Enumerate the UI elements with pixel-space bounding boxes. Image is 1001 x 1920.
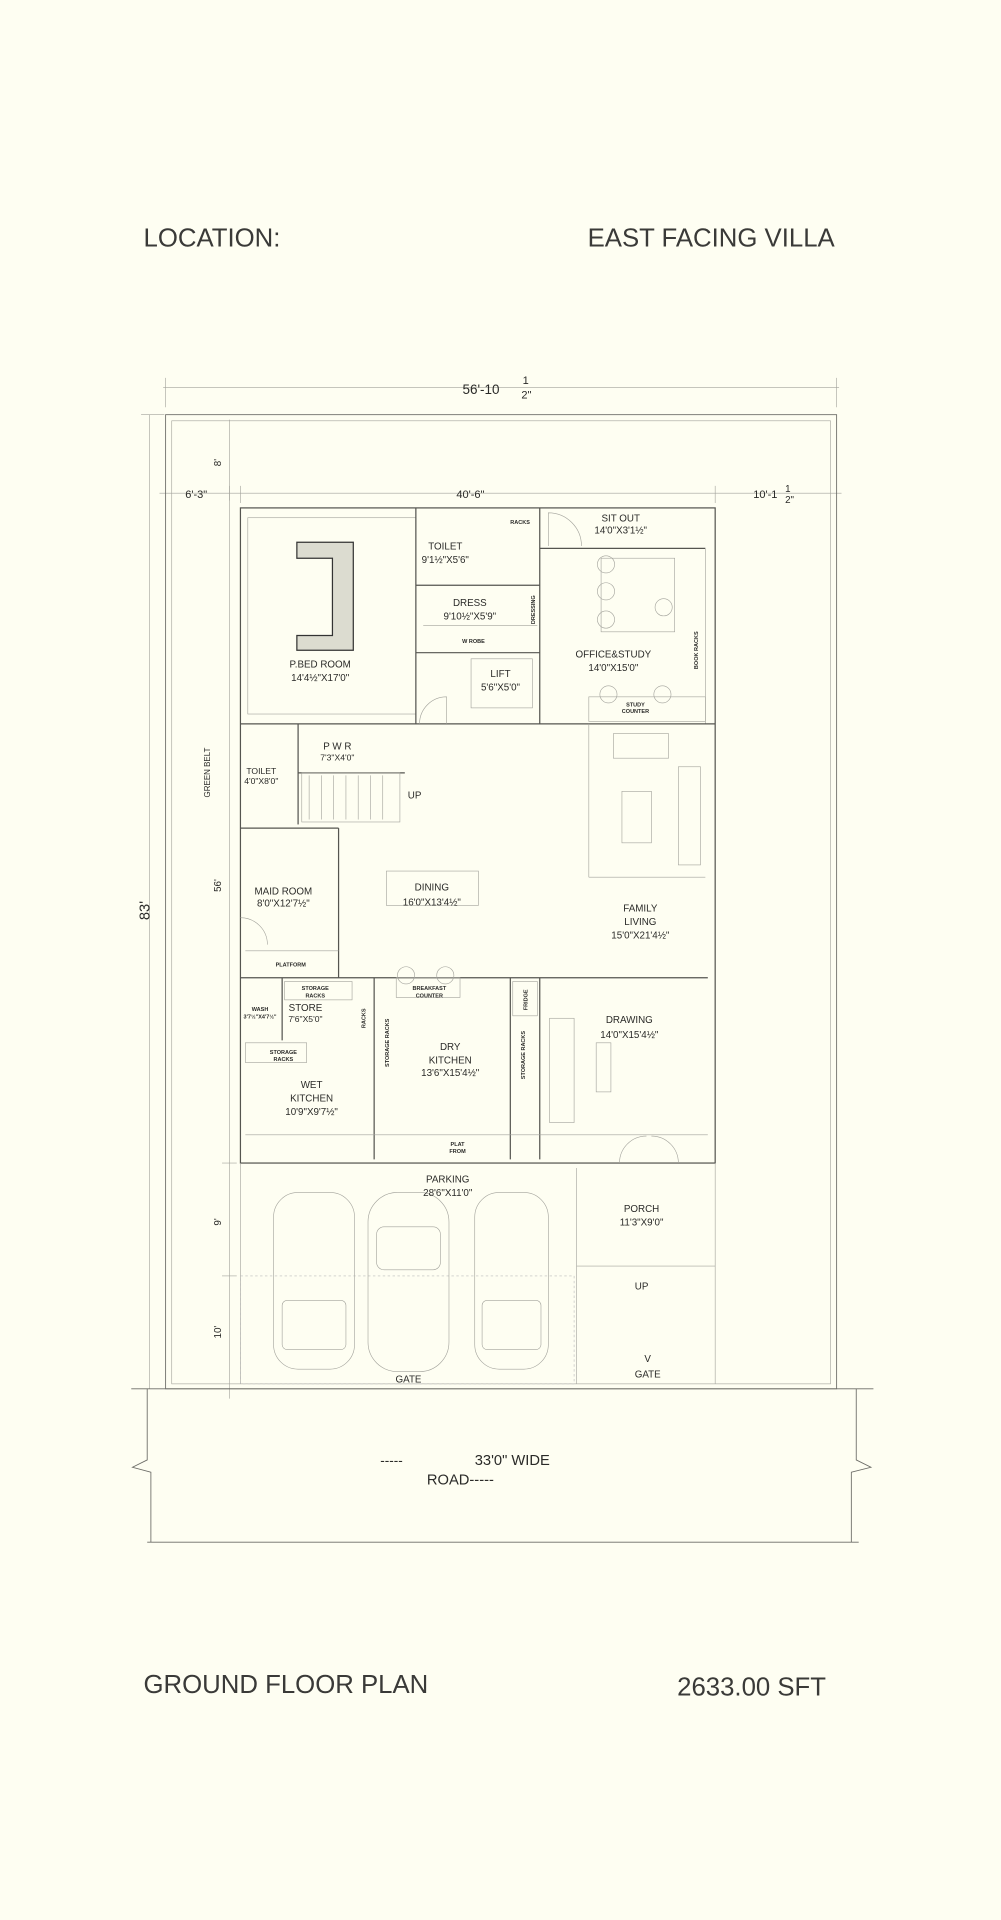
gate-label: V xyxy=(644,1354,651,1365)
room-size: 3'7½"X4'7½" xyxy=(244,1013,277,1020)
fixture-label: STORAGE RACKS xyxy=(385,1018,391,1067)
room-size: 4'0"X8'0" xyxy=(244,776,278,786)
stair-up-label: UP xyxy=(408,791,422,802)
room-size: 7'6"X5'0" xyxy=(288,1014,322,1024)
fixture-label: RACKS xyxy=(510,520,530,526)
room-name: TOILET xyxy=(246,766,277,776)
location-label: LOCATION: xyxy=(144,225,281,253)
fixture-label: RACKS xyxy=(305,993,325,999)
green-belt-label: GREEN BELT xyxy=(203,747,212,797)
room-size: 8'0"X12'7½" xyxy=(257,899,310,910)
room-name: KITCHEN xyxy=(429,1056,472,1067)
road-label: ROAD----- xyxy=(427,1472,494,1488)
room-name: WASH xyxy=(252,1007,269,1013)
room-name: LIFT xyxy=(490,669,510,680)
room-name: P W R xyxy=(323,742,351,753)
car-icon xyxy=(273,1192,355,1370)
room-name: DRESS xyxy=(453,598,487,609)
project-title: EAST FACING VILLA xyxy=(588,225,836,253)
room-size: 11'3"X9'0" xyxy=(620,1218,664,1229)
room-name: FAMILY xyxy=(623,904,658,915)
road xyxy=(131,1388,874,1543)
room-size: 14'0"X3'1½" xyxy=(594,526,647,537)
fixture-label: DRESSING xyxy=(531,595,537,624)
fixture-label: RACKS xyxy=(362,1008,368,1028)
fraction-denominator: 2" xyxy=(521,390,531,402)
building-walls xyxy=(239,507,716,1164)
building-depth-dim: 56' xyxy=(213,879,224,892)
right-setback-dim: 10'-1 xyxy=(753,489,777,501)
room-size: 16'0"X13'4½" xyxy=(403,897,462,908)
fixture-label: PLATFORM xyxy=(276,963,307,969)
room-size: 14'0"X15'4½" xyxy=(600,1030,659,1041)
fixture-label: BREAKFAST xyxy=(412,986,446,992)
left-setback-dim: 6'-3" xyxy=(185,489,207,501)
overall-width-dim: 56'-10 xyxy=(462,382,499,397)
road-width-label: 33'0" WIDE xyxy=(475,1453,550,1469)
room-name: KITCHEN xyxy=(290,1094,333,1105)
car-icon xyxy=(367,1192,450,1372)
gate-label: GATE xyxy=(396,1375,422,1386)
room-size: 10'9"X9'7½" xyxy=(285,1107,338,1118)
room-name: MAID ROOM xyxy=(255,886,313,897)
fixture-label: COUNTER xyxy=(416,993,443,999)
room-name: DRAWING xyxy=(606,1015,653,1026)
room-name: PARKING xyxy=(426,1175,469,1186)
front-setback-dim: 10' xyxy=(213,1326,224,1339)
stair-icon xyxy=(308,775,384,820)
fraction-numerator: 1 xyxy=(785,484,790,495)
room-name: PORCH xyxy=(624,1204,659,1215)
fixture-label: STORAGE xyxy=(270,1050,297,1056)
plot-inner-boundary xyxy=(171,420,831,1385)
fixture-label: BOOK RACKS xyxy=(694,631,700,669)
dimension-lines xyxy=(141,377,842,1399)
fixture-label: STORAGE RACKS xyxy=(521,1031,527,1080)
overall-depth-dim: 83' xyxy=(138,901,154,920)
door-arcs xyxy=(240,512,679,1164)
room-name: P.BED ROOM xyxy=(290,659,351,670)
fraction-denominator: 2" xyxy=(785,495,794,506)
road-dash: ----- xyxy=(380,1453,402,1468)
room-size: 15'0"X21'4½" xyxy=(611,931,670,942)
office-chair-icons xyxy=(397,555,673,985)
area-label: 2633.00 SFT xyxy=(677,1673,826,1701)
room-name: DRY xyxy=(440,1042,461,1053)
room-name: LIVING xyxy=(624,917,656,928)
bed-icon xyxy=(296,541,354,651)
room-size: 5'6"X5'0" xyxy=(481,683,521,694)
room-name: STORE xyxy=(289,1003,323,1014)
room-size: 14'4½"X17'0" xyxy=(291,673,350,684)
porch-up-label: UP xyxy=(635,1281,649,1292)
room-labels: P.BED ROOM 14'4½"X17'0" TOILET 9'1½"X5'6… xyxy=(244,513,700,1385)
gate-label: GATE xyxy=(635,1370,661,1381)
fixture-label: PLAT xyxy=(451,1142,466,1148)
plan-title: GROUND FLOOR PLAN xyxy=(144,1671,429,1699)
room-name: TOILET xyxy=(428,542,462,553)
room-name: DINING xyxy=(415,883,449,894)
fixture-label: W ROBE xyxy=(462,639,485,645)
building-width-dim: 40'-6" xyxy=(456,489,484,501)
fixture-label: RACKS xyxy=(274,1057,294,1063)
fixture-label: FRIDGE xyxy=(523,989,529,1010)
room-size: 28'6"X11'0" xyxy=(423,1188,473,1199)
room-size: 7'3"X4'0" xyxy=(320,753,354,763)
driveway xyxy=(240,1275,575,1385)
fixture-label: STUDY xyxy=(626,703,645,709)
room-size: 9'10½"X5'9" xyxy=(444,612,497,623)
room-size: 9'1½"X5'6" xyxy=(422,555,470,566)
fixture-label: COUNTER xyxy=(622,709,649,715)
rear-setback-dim: 8' xyxy=(213,459,224,466)
room-name: SIT OUT xyxy=(601,513,639,524)
room-name: WET xyxy=(301,1080,323,1091)
room-name: OFFICE&STUDY xyxy=(576,650,652,661)
parking-depth-dim: 9' xyxy=(213,1218,224,1225)
fixture-label: FROM xyxy=(449,1149,466,1155)
fixture-label: STORAGE xyxy=(302,986,329,992)
car-icon xyxy=(474,1192,549,1370)
room-size: 13'6"X15'4½" xyxy=(421,1068,480,1079)
fraction-numerator: 1 xyxy=(523,375,529,387)
room-size: 14'0"X15'0" xyxy=(588,663,638,674)
